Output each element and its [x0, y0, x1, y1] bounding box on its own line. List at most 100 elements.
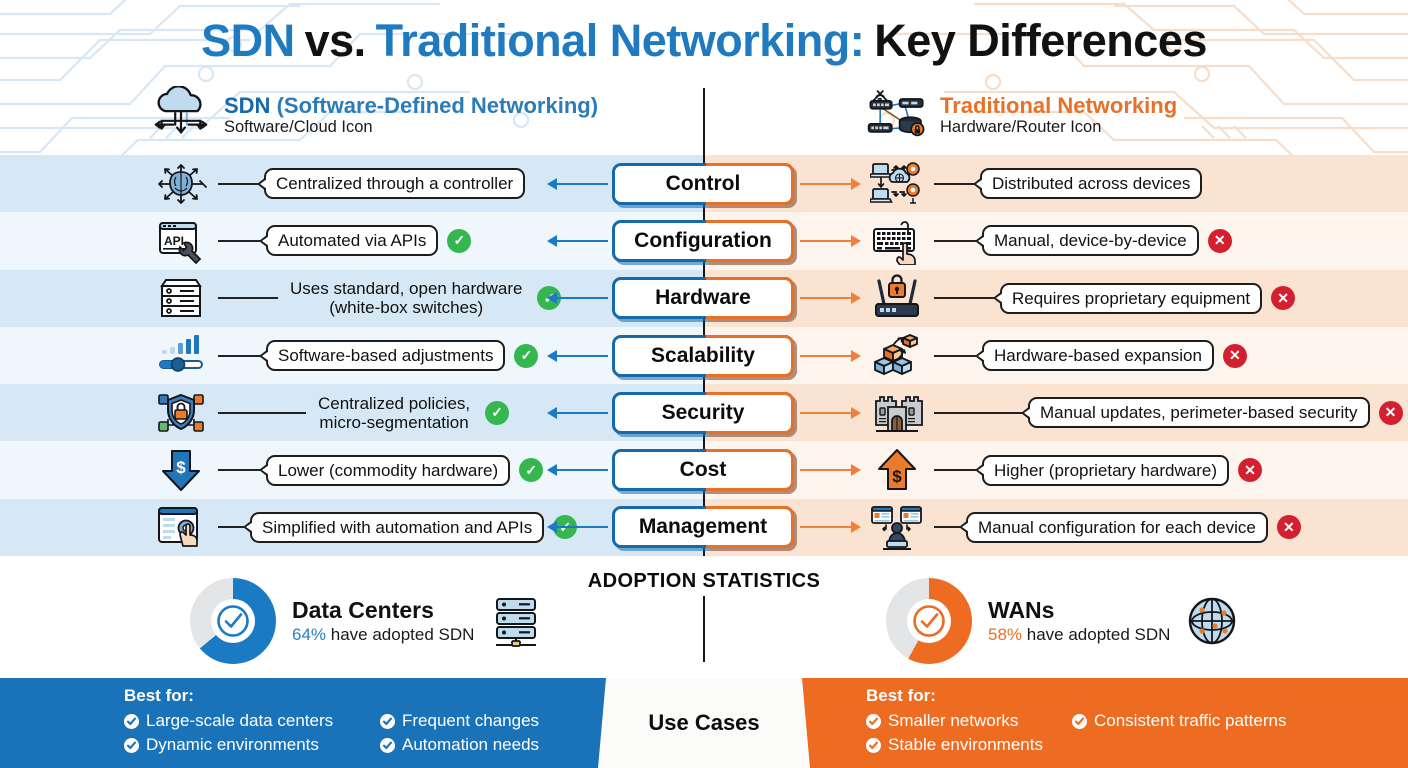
- boxes-stack-icon: [866, 331, 928, 381]
- bubble-tail-icon: [975, 348, 985, 363]
- bubble-tail-icon: [993, 291, 1003, 306]
- sdn-cell: Centralized policies,micro-segmentation✓: [150, 384, 624, 441]
- use-case-label: Large-scale data centers: [146, 711, 334, 730]
- check-circle-icon: [866, 737, 881, 753]
- traditional-connector-line: [934, 469, 976, 472]
- comparison-row: Simplified with automation and APIs✓ Man…: [0, 498, 1408, 557]
- category-label: Control: [665, 171, 741, 195]
- sdn-connector-line: [218, 469, 260, 472]
- bubble-tail-icon: [973, 176, 983, 191]
- stat-left-name: Data Centers: [292, 597, 434, 624]
- center-divider-stats: [703, 596, 705, 662]
- donut-chart-wans: [886, 578, 972, 664]
- sdn-cell: Simplified with automation and APIs✓: [150, 499, 624, 556]
- arrow-to-traditional-icon: [800, 292, 861, 305]
- traditional-value-text: Hardware-based expansion: [994, 346, 1202, 366]
- category-label: Configuration: [634, 228, 772, 252]
- category-label: Cost: [679, 458, 727, 482]
- bubble-tail-icon: [259, 233, 269, 248]
- sdn-connector-line: [218, 297, 278, 300]
- server-rack-icon: [150, 273, 212, 323]
- traditional-connector-line: [934, 297, 994, 300]
- up-arrow-dollar-icon: $: [866, 445, 928, 495]
- bubble-tail-icon: [243, 520, 253, 535]
- sdn-value-text: Software-based adjustments: [278, 346, 494, 366]
- cross-badge-icon: ✕: [1207, 228, 1232, 253]
- comparison-row: $ Lower (commodity hardware) ✓ Cost $ Hig…: [0, 441, 1408, 499]
- sdn-value-line1: Centralized policies,: [318, 393, 471, 413]
- traditional-value-bubble: Higher (proprietary hardware): [975, 454, 1229, 486]
- cross-badge-icon: ✕: [1237, 458, 1262, 483]
- keyboard-hand-icon: [866, 216, 928, 266]
- category-pill-security[interactable]: Security: [612, 391, 794, 434]
- stat-left-percent: 64%: [292, 624, 327, 644]
- use-case-item: Stable environments: [866, 733, 1072, 757]
- slider-bars-icon: [150, 331, 212, 381]
- use-case-label: Consistent traffic patterns: [1094, 711, 1287, 730]
- arrow-to-sdn-icon: [547, 234, 608, 247]
- category-pill-cost[interactable]: Cost: [612, 449, 794, 492]
- column-header-traditional: Traditional Networking Hardware/Router I…: [866, 82, 1177, 148]
- shield-lock-icon: [150, 388, 212, 438]
- arrow-to-sdn-icon: [547, 349, 608, 362]
- laptops-cloud-gears-icon: [866, 159, 928, 209]
- check-badge-icon: ✓: [519, 458, 544, 483]
- stat-right-percent: 58%: [988, 624, 1023, 644]
- adoption-statistics-heading: ADOPTION STATISTICS: [587, 570, 821, 592]
- traditional-value-bubble: Requires proprietary equipment: [993, 282, 1263, 314]
- sdn-connector-line: [218, 239, 260, 242]
- use-case-item: Smaller networks: [866, 709, 1072, 733]
- traditional-connector-line: [934, 526, 960, 529]
- check-circle-icon-blue: [217, 605, 249, 637]
- category-pill-hardware[interactable]: Hardware: [612, 277, 794, 320]
- stat-left-sub: 64% have adopted SDN: [292, 625, 474, 645]
- column-header-sdn: SDN (Software-Defined Networking) Softwa…: [150, 82, 598, 148]
- use-cases-tab[interactable]: Use Cases: [598, 678, 810, 768]
- bubble-tail-icon: [959, 520, 969, 535]
- category-label: Management: [638, 515, 768, 539]
- use-case-item: Frequent changes: [380, 709, 539, 733]
- sdn-value-text-block: Centralized policies,micro-segmentation: [312, 392, 476, 434]
- category-pill-configuration[interactable]: Configuration: [612, 219, 794, 262]
- traditional-cell: Requires proprietary equipment✕: [866, 270, 1408, 327]
- footer-right-column-2: Consistent traffic patterns: [1072, 709, 1286, 757]
- sdn-subtitle: Software/Cloud Icon: [224, 117, 373, 136]
- donut-hole-left: [211, 599, 255, 643]
- cross-badge-icon: ✕: [1222, 343, 1247, 368]
- sdn-value-bubble: Centralized through a controller: [257, 168, 526, 200]
- sdn-value-line1: Uses standard, open hardware: [290, 279, 523, 299]
- bubble-tail-icon: [259, 463, 269, 478]
- arrow-to-traditional-icon: [800, 349, 861, 362]
- arrow-to-sdn-icon: [547, 406, 608, 419]
- traditional-cell: Hardware-based expansion ✕: [866, 327, 1408, 384]
- center-divider-top: [703, 88, 705, 556]
- use-case-item: Consistent traffic patterns: [1072, 709, 1286, 733]
- category-pill-management[interactable]: Management: [612, 506, 794, 549]
- arrow-to-traditional-icon: [800, 521, 861, 534]
- category-pill-control[interactable]: Control: [612, 162, 794, 205]
- sdn-connector-line: [218, 526, 244, 529]
- check-circle-icon: [1072, 713, 1087, 729]
- footer-right-best-label: Best for:: [866, 686, 936, 705]
- bubble-tail-icon: [975, 233, 985, 248]
- arrow-to-traditional-icon: [800, 234, 861, 247]
- svg-text:$: $: [176, 458, 186, 477]
- server-stack-icon: [496, 598, 537, 647]
- title-part-vs: vs.: [304, 15, 367, 66]
- brain-network-icon: [150, 159, 212, 209]
- arrow-to-sdn-icon: [547, 292, 608, 305]
- traditional-connector-line: [934, 239, 976, 242]
- use-case-item: Automation needs: [380, 733, 539, 757]
- footer-left-panel: [0, 678, 704, 768]
- globe-network-icon: [1189, 597, 1236, 645]
- check-circle-icon: [124, 713, 139, 729]
- bubble-tail-icon: [975, 463, 985, 478]
- sdn-value-text: Lower (commodity hardware): [278, 460, 499, 480]
- sdn-cell: Uses standard, open hardware(white-box s…: [150, 270, 624, 327]
- category-pill-scalability[interactable]: Scalability: [612, 334, 794, 377]
- comparison-row: Centralized through a controller Control…: [0, 155, 1408, 213]
- sdn-title-strong: SDN: [224, 92, 271, 118]
- traditional-value-bubble: Manual updates, perimeter-based security: [1021, 397, 1370, 429]
